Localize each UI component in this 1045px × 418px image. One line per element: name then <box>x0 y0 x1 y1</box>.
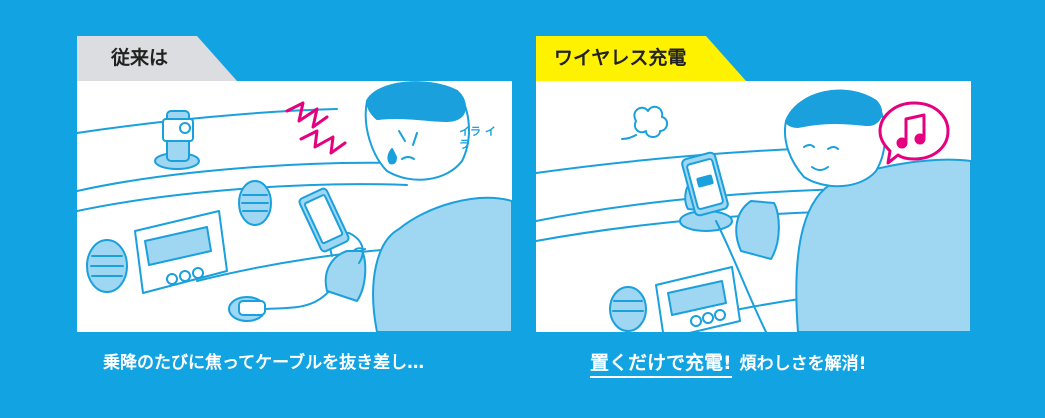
before-tab-label: 従来は <box>111 47 169 69</box>
wireless-caption-rest: 煩わしさを解消! <box>739 354 867 374</box>
battery-icon <box>696 174 714 188</box>
air-vent-right <box>238 180 272 226</box>
wireless-caption: 置くだけで充電! 煩わしさを解消! <box>590 338 866 388</box>
wireless-illustration <box>536 81 971 332</box>
frustrated-person <box>324 81 512 332</box>
before-illustration: イラ イラ <box>77 81 512 332</box>
car-radio <box>655 266 741 332</box>
phone-holder-icon <box>154 110 200 170</box>
sigh-puff-icon <box>621 105 668 140</box>
cable-plug-icon <box>228 247 366 322</box>
music-note-icon <box>878 101 950 165</box>
smartphone-on-charger <box>681 151 729 217</box>
happy-person <box>735 89 971 332</box>
before-panel: 従来は <box>77 36 512 332</box>
car-radio <box>134 210 228 294</box>
wireless-tab-label: ワイヤレス充電 <box>554 47 687 69</box>
before-caption: 乗降のたびに焦ってケーブルを抜き差し… <box>103 353 425 373</box>
charging-cable <box>715 220 767 332</box>
anger-zigzag-icon <box>285 101 347 155</box>
smartphone-in-hand <box>298 187 350 253</box>
air-vent <box>609 286 647 332</box>
dashboard-lines <box>77 108 408 282</box>
air-vent-left <box>86 239 128 293</box>
frustration-text: イラ イラ <box>459 125 496 151</box>
wireless-caption-emphasis: 置くだけで充電! <box>590 352 732 378</box>
wireless-panel: ワイヤレス充電 <box>536 36 971 332</box>
tab-shape-grey <box>77 36 237 81</box>
tab-shape-yellow <box>536 36 746 81</box>
